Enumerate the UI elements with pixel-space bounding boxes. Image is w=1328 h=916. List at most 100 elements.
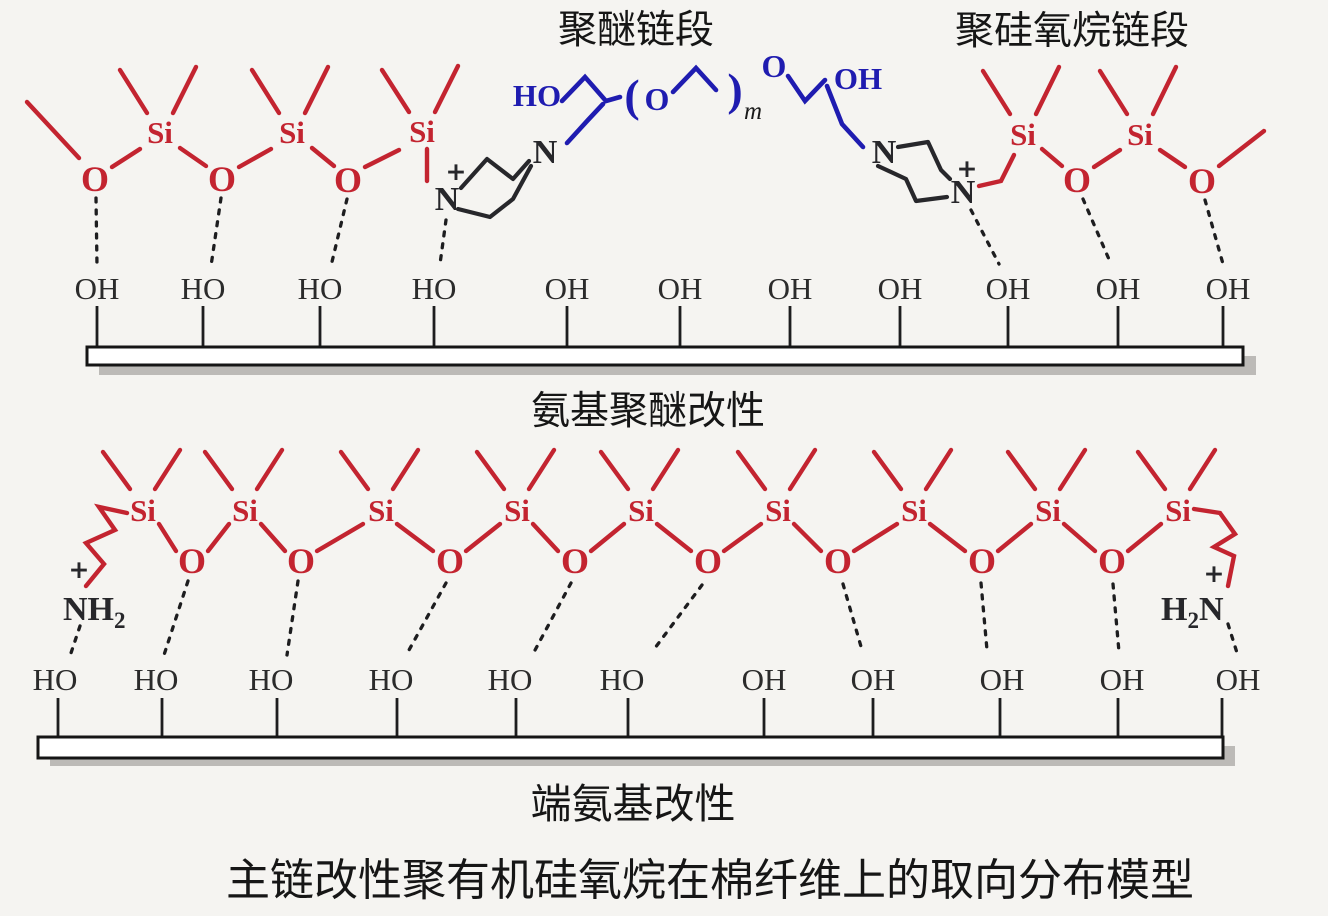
si-o-bond bbox=[236, 146, 274, 170]
hydroxyl-label: OH bbox=[1096, 271, 1141, 306]
methyl-bond bbox=[1097, 68, 1130, 117]
polyether-chain: HO ( O ) m O OH bbox=[513, 48, 882, 150]
amine-h2n-label: H2N bbox=[1161, 591, 1224, 633]
hydrogen-bond bbox=[1111, 582, 1121, 654]
o-atom: O bbox=[561, 541, 589, 581]
si-o-bond bbox=[394, 521, 436, 554]
si-o-bond bbox=[314, 521, 366, 554]
hydroxyl-label: OH bbox=[986, 271, 1031, 306]
ho-group: HO bbox=[513, 78, 561, 113]
caption-terminal-amino: 端氨基改性 bbox=[531, 781, 736, 827]
main-caption: 主链改性聚有机硅氧烷在棉纤维上的取向分布模型 bbox=[226, 856, 1194, 905]
plus-charge: + bbox=[957, 154, 978, 183]
methyl-bond bbox=[1005, 449, 1038, 492]
hydroxyl-label: HO bbox=[488, 662, 533, 697]
ring-bridge bbox=[455, 163, 534, 220]
o-atom: O bbox=[287, 541, 315, 581]
hydroxyl-label: OH bbox=[1216, 662, 1261, 697]
si-o-bond bbox=[258, 521, 288, 554]
methyl-bond bbox=[254, 447, 285, 492]
o-atom: O bbox=[824, 541, 852, 581]
hydrogen-bond bbox=[329, 197, 349, 268]
hydrogen-bond bbox=[1081, 197, 1113, 266]
hydrogen-bond bbox=[68, 624, 82, 658]
repeat-subscript-m: m bbox=[744, 98, 762, 125]
si-o-bond bbox=[463, 521, 503, 554]
hydroxyl-label: HO bbox=[412, 271, 457, 306]
propyl-bond bbox=[1191, 506, 1239, 589]
methyl-bond bbox=[170, 64, 199, 116]
amine-nh2-label: NH2 bbox=[63, 591, 126, 633]
caption-amino-polyether: 氨基聚醚改性 bbox=[531, 390, 765, 433]
methyl-bond bbox=[980, 68, 1013, 117]
si-o-bond bbox=[109, 146, 143, 170]
methyl-bond bbox=[24, 99, 82, 161]
siloxane-backbone: Si Si Si Si Si Si Si Si Si O O O O O O O… bbox=[100, 447, 1218, 581]
hydroxyl-label: HO bbox=[134, 662, 179, 697]
si-o-bond bbox=[205, 521, 232, 554]
ether-o-atom: O bbox=[762, 48, 787, 84]
right-piperazine-ring: N N + bbox=[872, 134, 1017, 211]
hydrogen-bond bbox=[162, 579, 190, 657]
si-atom: Si bbox=[147, 115, 173, 150]
si-o-bond bbox=[1039, 146, 1065, 169]
fiber-bar bbox=[36, 735, 1225, 760]
o-atom: O bbox=[968, 541, 996, 581]
hydroxyl-label: OH bbox=[878, 271, 923, 306]
hydroxyl-label: OH bbox=[768, 271, 813, 306]
hydrogen-bond bbox=[407, 581, 448, 652]
si-o-bond bbox=[654, 521, 694, 554]
label-polyether-segment: 聚醚链段 bbox=[558, 9, 714, 52]
hydroxyl-label: OH bbox=[545, 271, 590, 306]
hydrogen-bond bbox=[1226, 622, 1240, 658]
si-o-bond bbox=[791, 521, 824, 554]
si-atom: Si bbox=[1035, 493, 1061, 528]
o-atom: O bbox=[1188, 161, 1216, 201]
o-atom: O bbox=[178, 541, 206, 581]
oh-group: OH bbox=[834, 61, 882, 96]
carbon-bond bbox=[785, 73, 828, 105]
si-atom: Si bbox=[1010, 117, 1036, 152]
hydrogen-bond bbox=[532, 581, 573, 654]
methyl-bond bbox=[302, 64, 331, 116]
si-atom: Si bbox=[504, 493, 530, 528]
hydrogen-bond bbox=[1203, 198, 1225, 266]
plus-charge: + bbox=[1204, 559, 1225, 588]
n-plus-atom: N bbox=[951, 174, 976, 211]
fiber-bar bbox=[85, 345, 1245, 367]
si-atom: Si bbox=[409, 114, 435, 149]
carbon-n-bond bbox=[824, 83, 866, 150]
methyl-bond bbox=[117, 67, 150, 116]
methyl-bond bbox=[871, 449, 904, 492]
o-atom: O bbox=[208, 159, 236, 199]
plus-charge: + bbox=[446, 157, 467, 186]
si-o-bond bbox=[1061, 521, 1098, 554]
hydroxyl-label: OH bbox=[1206, 271, 1251, 306]
hydroxyl-label: HO bbox=[369, 662, 414, 697]
hydrogen-bond bbox=[209, 196, 223, 268]
ring-bridge bbox=[895, 139, 953, 182]
si-o-bond bbox=[1157, 147, 1188, 170]
methyl-bond bbox=[152, 447, 183, 492]
si-o-bond bbox=[995, 521, 1034, 554]
plus-charge: + bbox=[69, 555, 90, 584]
hydroxyl-label: OH bbox=[851, 662, 896, 697]
carbon-bond bbox=[670, 64, 719, 95]
methyl-bond bbox=[1187, 447, 1218, 492]
si-atom: Si bbox=[130, 493, 156, 528]
methyl-bond bbox=[526, 447, 557, 492]
methyl-bond bbox=[1033, 64, 1062, 117]
methyl-bond bbox=[390, 447, 421, 492]
methyl-bond bbox=[923, 447, 954, 492]
si-atom: Si bbox=[279, 115, 305, 150]
hydroxyl-row-bottom: HO HO HO HO HO HO OH OH OH OH OH bbox=[33, 662, 1261, 755]
hydroxyl-label: OH bbox=[742, 662, 787, 697]
left-amine-group: + NH2 bbox=[63, 503, 130, 658]
hydroxyl-label: HO bbox=[600, 662, 645, 697]
hydrogen-bonds-top bbox=[94, 196, 1225, 268]
left-siloxane-chain: O Si O Si O Si bbox=[24, 63, 461, 200]
si-o-bond bbox=[309, 145, 337, 169]
si-o-bond bbox=[1125, 521, 1164, 554]
hydrogen-bond bbox=[841, 582, 864, 652]
left-piperazine-ring: N + N bbox=[435, 134, 558, 220]
